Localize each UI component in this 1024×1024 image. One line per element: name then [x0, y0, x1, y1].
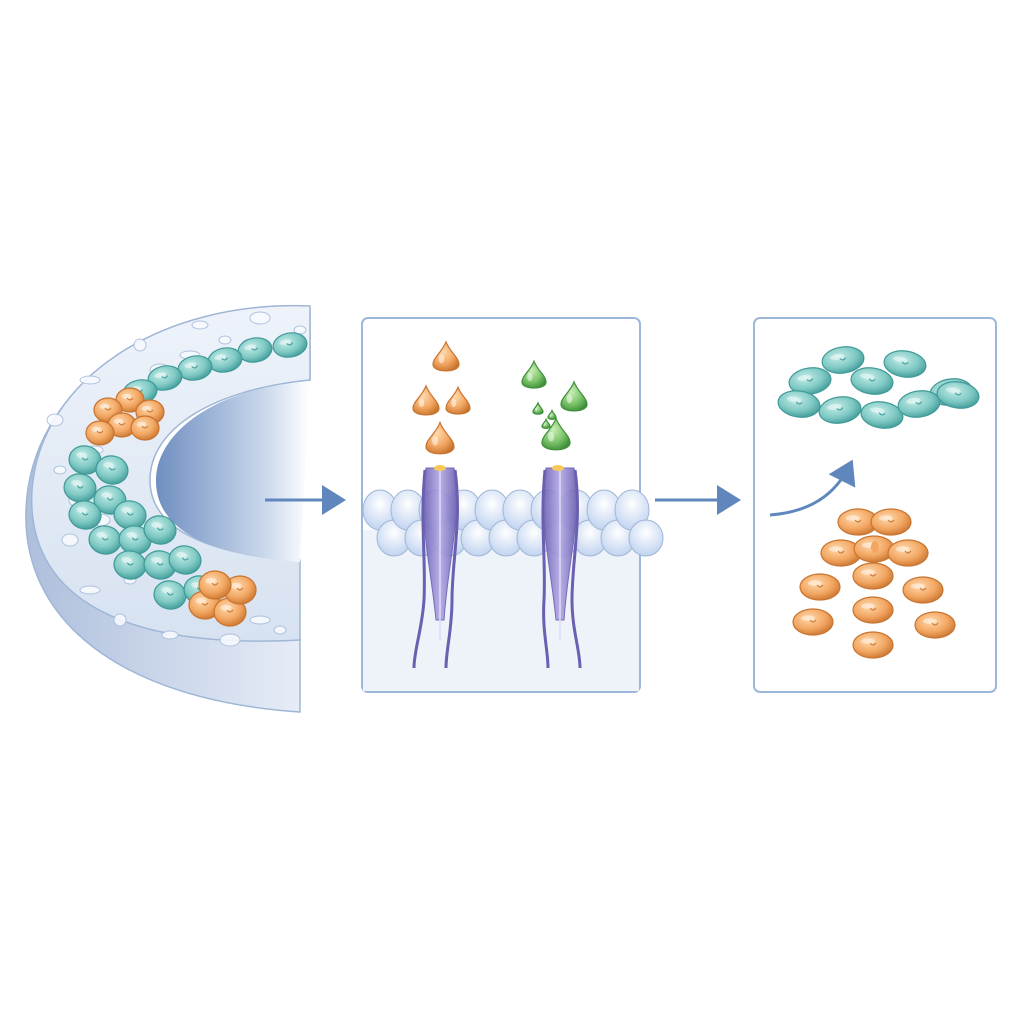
orange-cell [223, 575, 257, 605]
orange-ligand [432, 340, 460, 372]
orange-cell [792, 608, 834, 636]
teal-cell [147, 365, 183, 391]
matrix-bubble [273, 625, 287, 635]
green-ligand [560, 380, 588, 412]
matrix-bubble [191, 320, 209, 330]
matrix-bubble [133, 338, 147, 352]
teal-cell [177, 355, 213, 381]
teal-cell [897, 390, 941, 418]
matrix-bubble [113, 613, 127, 627]
teal-cell [818, 396, 862, 424]
teal-cell [788, 367, 832, 395]
binding-site [434, 465, 446, 471]
teal-cell [63, 473, 97, 503]
matrix-bubble [79, 375, 101, 385]
green-ligand-fragment [541, 417, 551, 429]
teal-cell [936, 381, 980, 409]
orange-ligand [445, 385, 471, 415]
teal-cell [860, 401, 904, 429]
green-ligand [521, 359, 547, 389]
orange-cell [852, 562, 894, 590]
matrix-bubble [53, 465, 67, 475]
matrix-bubble [249, 311, 271, 325]
orange-cell [799, 573, 841, 601]
orange-cell [887, 539, 929, 567]
teal-cell [777, 390, 821, 418]
orange-cell [85, 420, 115, 446]
teal-cell [153, 580, 187, 610]
matrix-bubble [46, 413, 64, 427]
green-ligand-fragment [547, 408, 557, 420]
receptor-right [541, 467, 582, 669]
teal-cell [143, 515, 177, 545]
receptor-left [412, 467, 459, 669]
orange-cell [213, 597, 247, 627]
orange-cell [870, 508, 912, 536]
teal-cell [207, 347, 243, 373]
orange-cell [115, 387, 145, 413]
teal-cell-population [777, 346, 980, 429]
teal-cell [68, 500, 102, 530]
orange-ligand-group [412, 340, 471, 471]
orange-cell [820, 539, 862, 567]
receptor-signaling-panel [361, 317, 664, 693]
orange-cell [198, 570, 232, 600]
orange-ligand [425, 420, 455, 455]
teal-cell [850, 367, 894, 395]
orange-cell [852, 631, 894, 659]
orange-fragment [871, 541, 879, 553]
fate-curved-arrow [769, 459, 856, 517]
orange-cell [902, 576, 944, 604]
orange-ligand [412, 384, 440, 416]
orange-cell [130, 415, 160, 441]
teal-cell [143, 550, 177, 580]
green-ligand-group [521, 359, 588, 471]
matrix-bubble [161, 630, 179, 640]
teal-cell [88, 525, 122, 555]
green-ligand [541, 416, 571, 451]
cell-fate-panel [753, 317, 997, 693]
teal-cell [821, 346, 865, 374]
teal-cell [883, 350, 927, 378]
matrix-bubble [249, 615, 271, 625]
matrix-bubble [219, 633, 241, 647]
orange-cell-population [792, 508, 956, 659]
teal-cell [168, 545, 202, 575]
cytoplasm-region [363, 530, 639, 691]
binding-site [552, 465, 564, 471]
cell-membrane [362, 489, 664, 557]
matrix-bubble [218, 335, 232, 345]
membrane-lipid-lower [628, 519, 664, 557]
tissue-top-face [31, 304, 311, 642]
tissue-cell-cluster [63, 332, 308, 627]
matrix-bubble [79, 585, 101, 595]
tissue-section [25, 304, 311, 713]
orange-cell [914, 611, 956, 639]
orange-cell [852, 596, 894, 624]
lumen [155, 382, 310, 562]
teal-cell [113, 550, 147, 580]
teal-cell [95, 455, 129, 485]
teal-cell [272, 332, 308, 358]
teal-cell [118, 525, 152, 555]
green-ligand-fragment [532, 401, 544, 415]
matrix-bubble [61, 533, 79, 547]
